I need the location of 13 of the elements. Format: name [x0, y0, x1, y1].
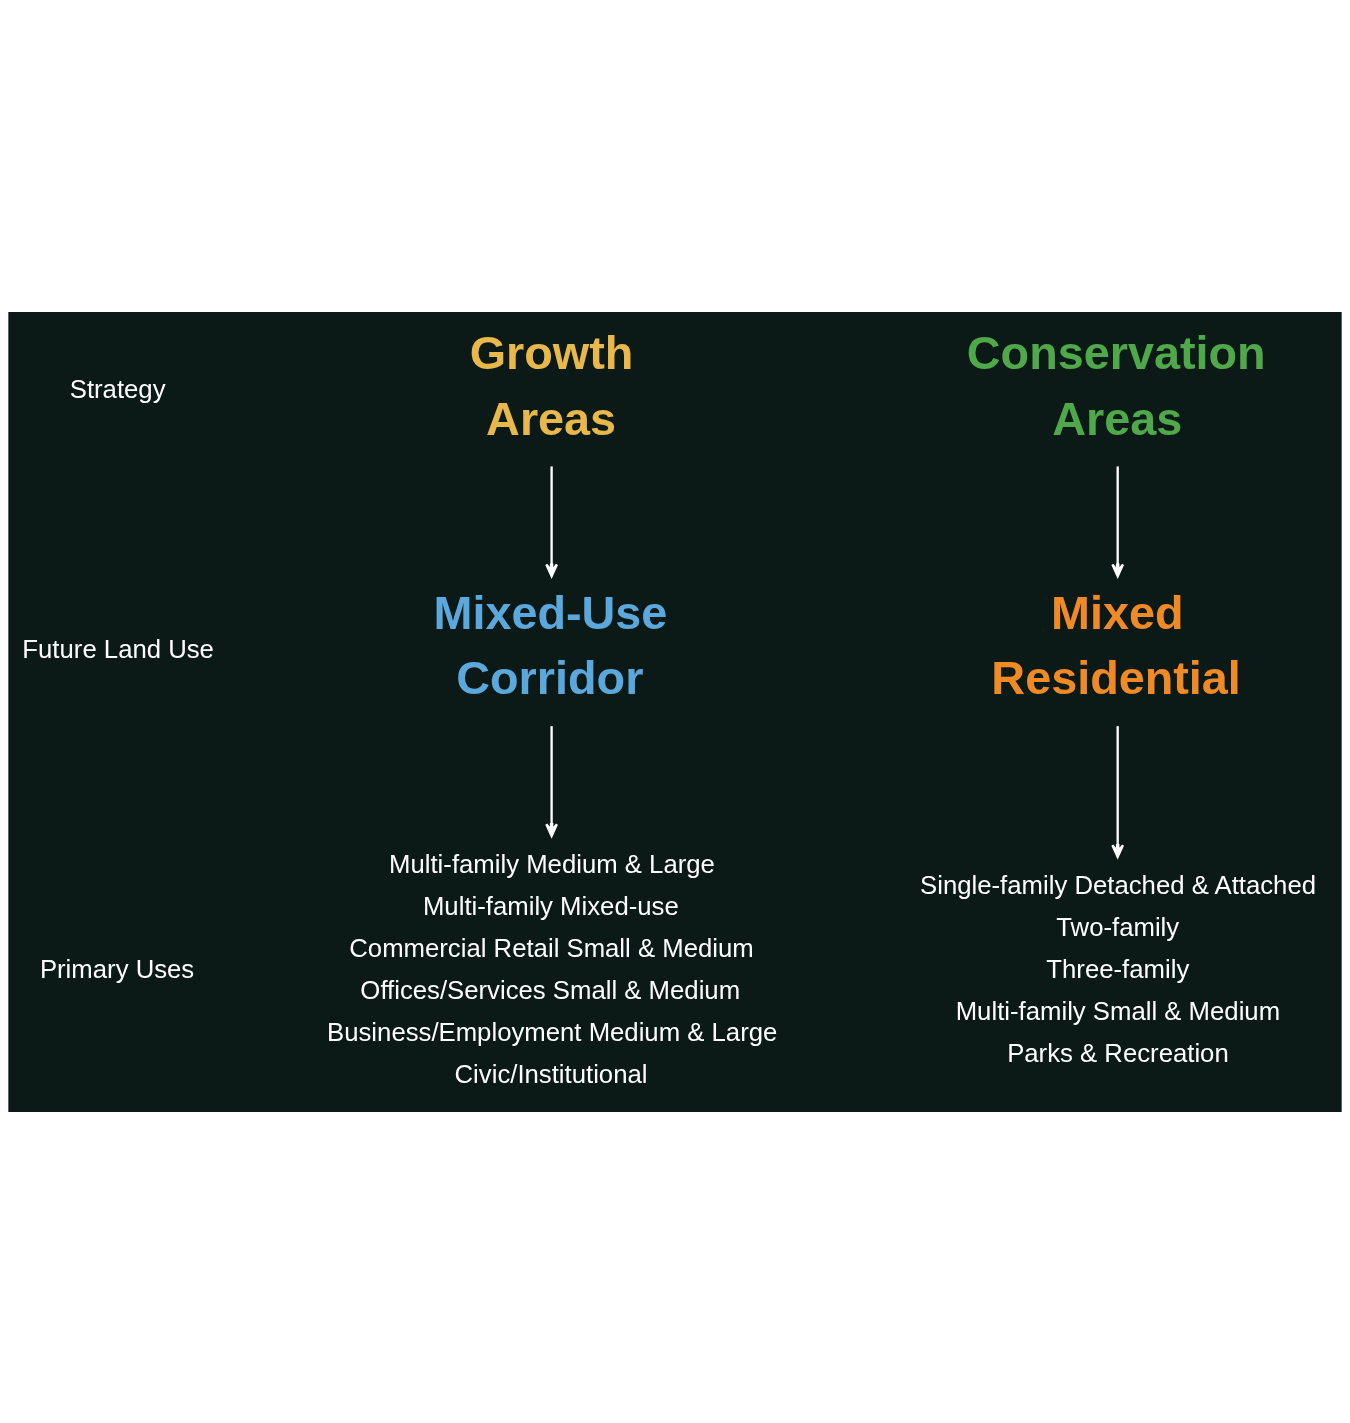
label: Strategy — [69, 374, 166, 403]
node-text: Multi-family Medium & Large Multi-family Mixed-use Commercial Retail Small & Medium Offices/Services Small & Medium Business/Employment Medium & Large Civic/Institutional — [327, 849, 778, 1088]
label: Future Land Use — [22, 634, 214, 663]
arrow — [1111, 465, 1125, 577]
node-text: Mixed Residential — [991, 586, 1241, 704]
label: Primary Uses — [39, 954, 195, 983]
node-text: Conservation Areas — [966, 326, 1266, 445]
node-text: Single-family Detached & Attached Two-family Three-family Multi-family Small & Medium Parks & Recreation — [920, 870, 1317, 1067]
node-text: Mixed-Use Corridor — [433, 586, 668, 704]
arrow — [545, 725, 559, 837]
node-text: Growth Areas — [469, 326, 634, 445]
arrow — [545, 465, 559, 577]
arrow — [1111, 725, 1125, 858]
